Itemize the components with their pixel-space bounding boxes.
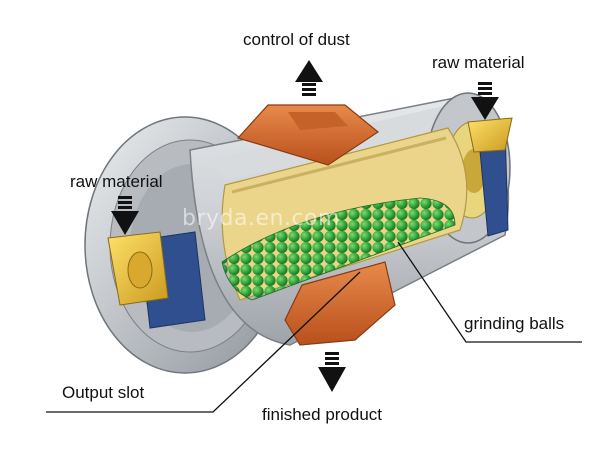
watermark: bryda.en.com (182, 206, 340, 231)
label-output-slot: Output slot (62, 383, 145, 402)
dust-outlet-hopper (236, 104, 380, 166)
label-control-of-dust: control of dust (243, 30, 350, 49)
left-bearing-and-feeder (107, 231, 206, 329)
grinding-balls-charge (221, 197, 456, 301)
label-raw-material-left: raw material (70, 172, 163, 191)
right-bearing-and-feeder (467, 117, 513, 237)
label-grinding-balls: grinding balls (464, 314, 565, 333)
discharge-hopper (284, 261, 396, 346)
leader-output-slot (46, 271, 361, 413)
arrow-down-raw-right (471, 82, 499, 120)
label-raw-material-right: raw material (432, 53, 525, 72)
arrow-down-finished (318, 352, 346, 392)
leader-grinding-balls (397, 241, 582, 343)
arrow-down-raw-left (111, 196, 139, 235)
label-finished-product: finished product (262, 405, 383, 424)
arrow-up-dust (295, 60, 323, 96)
